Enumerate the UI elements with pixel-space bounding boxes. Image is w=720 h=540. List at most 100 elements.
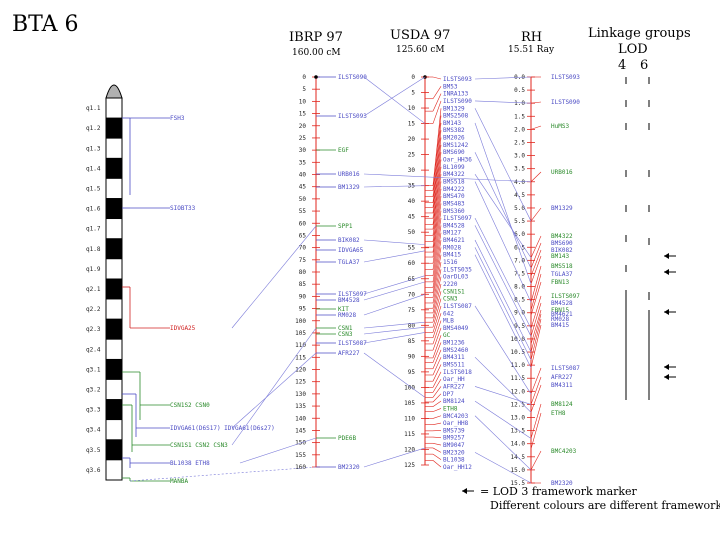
- ideogram-band: [105, 439, 123, 461]
- rh-marker-label: BM4621: [551, 311, 573, 318]
- ideogram-band: [105, 117, 123, 139]
- map-link-line: [363, 250, 426, 263]
- usda-marker-connector: [432, 386, 442, 398]
- map-link-line: [474, 247, 532, 361]
- usda-marker-label: BM127: [443, 230, 461, 237]
- ideogram-band: [105, 258, 123, 280]
- map-link-line: [474, 108, 532, 222]
- ibrp-tick-label: 135: [295, 403, 306, 410]
- usda-marker-label: BMS518: [443, 178, 465, 185]
- usda-marker-connector: [432, 342, 442, 363]
- usda-marker-connector: [432, 442, 442, 446]
- rh-marker-label: ETH8: [551, 410, 566, 417]
- ibrp-marker-label: ILSTS097: [338, 291, 367, 298]
- legend-colour-text: Different colours are different framewor…: [490, 499, 720, 512]
- rh-marker-connector: [530, 255, 542, 285]
- ibrp-tick-label: 115: [295, 354, 306, 361]
- usda-marker-label: BMS690: [443, 149, 465, 156]
- lod-value-6: 6: [640, 58, 649, 73]
- rh-tick-label: 12.0: [511, 388, 526, 395]
- rh-tick-label: 15.0: [511, 467, 526, 474]
- ibrp-top-dot: [314, 75, 318, 79]
- usda-marker-label: BMS360: [443, 208, 465, 215]
- usda-tick-label: 60: [408, 260, 416, 267]
- linkage-title: Linkage groups: [588, 26, 691, 41]
- map-link-line: [231, 327, 317, 446]
- usda-marker-connector: [432, 152, 442, 219]
- rh-tick-label: 13.0: [511, 415, 526, 422]
- rh-tick-label: 2.0: [514, 126, 525, 133]
- rh-marker-connector: [530, 412, 542, 450]
- ideogram-band: [105, 97, 123, 119]
- ibrp-marker-label: AFR227: [338, 350, 360, 357]
- framework-arrow-icon: [664, 253, 669, 259]
- ibrp-tick-label: 130: [295, 391, 306, 398]
- usda-tick-label: 30: [408, 167, 416, 174]
- rh-marker-label: ILSTS093: [551, 74, 580, 81]
- map-link-line: [474, 181, 532, 303]
- rh-tick-label: 6.5: [514, 244, 525, 251]
- usda-marker-connector: [432, 130, 442, 203]
- usda-marker-label: BL1099: [443, 164, 465, 171]
- rh-marker-connector: [530, 450, 542, 471]
- framework-arrow-icon: [664, 374, 669, 380]
- band-label: q1.9: [86, 266, 101, 273]
- usda-marker-label: ILSTS018: [443, 369, 472, 376]
- usda-marker-connector: [432, 298, 442, 328]
- usda-header: USDA 97: [390, 28, 451, 43]
- band-label: q1.6: [86, 206, 101, 213]
- map-link-line: [363, 352, 426, 398]
- map-link-line: [474, 174, 532, 258]
- usda-marker-label: BMS1242: [443, 142, 469, 149]
- ibrp-tick-label: 110: [295, 342, 306, 349]
- usda-marker-label: ILSTS087: [443, 303, 472, 310]
- map-link-line: [474, 122, 532, 285]
- rh-header: RH: [521, 30, 543, 45]
- ibrp-tick-label: 90: [299, 293, 307, 300]
- usda-marker-label: BM53: [443, 83, 458, 90]
- usda-marker-connector: [432, 283, 442, 318]
- usda-marker-connector: [432, 320, 442, 345]
- usda-marker-label: AFR227: [443, 383, 465, 390]
- map-link-line: [474, 305, 532, 395]
- framework-arrow-icon: [664, 269, 669, 275]
- rh-marker-connector: [530, 242, 542, 269]
- rh-tick-label: 11.0: [511, 362, 526, 369]
- usda-marker-connector: [432, 86, 442, 99]
- ibrp-header: IBRP 97: [289, 30, 343, 45]
- ibrp-tick-label: 140: [295, 415, 306, 422]
- usda-marker-connector: [432, 232, 442, 282]
- ideogram-band: [105, 399, 123, 421]
- usda-tick-label: 115: [404, 431, 415, 438]
- usda-tick-label: 95: [408, 369, 416, 376]
- ibrp-tick-label: 0: [302, 74, 306, 81]
- rh-marker-label: BM8124: [551, 401, 573, 408]
- map-link-dotted: [129, 466, 317, 482]
- ibrp-tick-label: 20: [299, 123, 307, 130]
- ibrp-marker-label: CSN1: [338, 325, 353, 332]
- rh-marker-connector: [530, 403, 542, 439]
- usda-marker-connector: [432, 108, 442, 186]
- rh-marker-label: BIK082: [551, 247, 573, 254]
- usda-marker-label: BL1038: [443, 457, 465, 464]
- ideogram-marker-label: CSN1S1 CSN2 CSN3: [170, 442, 228, 449]
- band-label: q1.4: [86, 165, 101, 172]
- ibrp-tick-label: 160: [295, 464, 306, 471]
- usda-marker-connector: [432, 188, 442, 248]
- ibrp-tick-label: 125: [295, 379, 306, 386]
- rh-marker-label: ILSTS090: [551, 99, 580, 106]
- rh-marker-connector: [530, 302, 542, 337]
- rh-marker-label: BM143: [551, 253, 569, 260]
- usda-tick-label: 80: [408, 322, 416, 329]
- map-link-line: [474, 386, 532, 405]
- usda-marker-label: 642: [443, 310, 454, 317]
- ideogram-band: [105, 278, 123, 300]
- usda-marker-connector: [432, 393, 442, 403]
- page-title: BTA 6: [12, 12, 79, 37]
- rh-tick-label: 1.5: [514, 113, 525, 120]
- map-link-line: [363, 447, 426, 468]
- band-label: q3.2: [86, 387, 101, 394]
- usda-marker-connector: [432, 400, 442, 407]
- ibrp-tick-label: 65: [299, 232, 307, 239]
- band-label: q2.4: [86, 346, 101, 353]
